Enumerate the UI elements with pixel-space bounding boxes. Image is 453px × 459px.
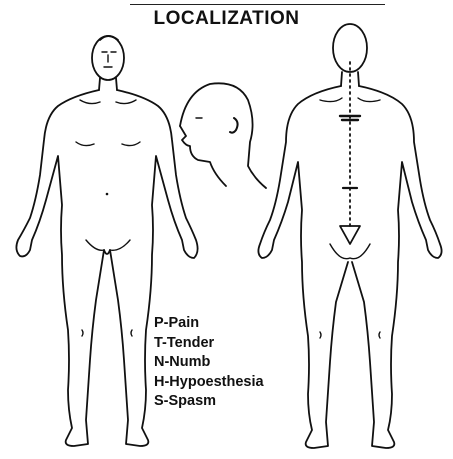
back-knees [320, 332, 380, 338]
sacrum-triangle [340, 226, 360, 244]
legend-item-hypoesthesia: H-Hypoesthesia [154, 373, 264, 393]
back-left-outline[interactable] [258, 86, 348, 448]
front-groin [86, 240, 130, 250]
back-right-outline[interactable] [352, 86, 442, 448]
front-left-outline[interactable] [16, 90, 104, 446]
back-buttocks [330, 244, 370, 259]
legend-item-tender: T-Tender [154, 334, 264, 354]
front-crotch [104, 250, 110, 254]
side-face-profile [180, 126, 226, 186]
side-head-figure[interactable] [180, 83, 266, 188]
front-clavicles [80, 100, 136, 104]
legend: P-Pain T-Tender N-Numb H-Hypoesthesia S-… [154, 314, 264, 412]
front-chest [76, 142, 140, 146]
back-body-figure[interactable] [258, 24, 441, 448]
front-navel [106, 193, 109, 196]
front-knees [82, 330, 132, 336]
side-head-outline[interactable] [180, 83, 266, 188]
side-ear [230, 118, 238, 133]
front-face [102, 52, 116, 67]
legend-item-spasm: S-Spasm [154, 392, 264, 412]
legend-item-pain: P-Pain [154, 314, 264, 334]
legend-item-numb: N-Numb [154, 353, 264, 373]
